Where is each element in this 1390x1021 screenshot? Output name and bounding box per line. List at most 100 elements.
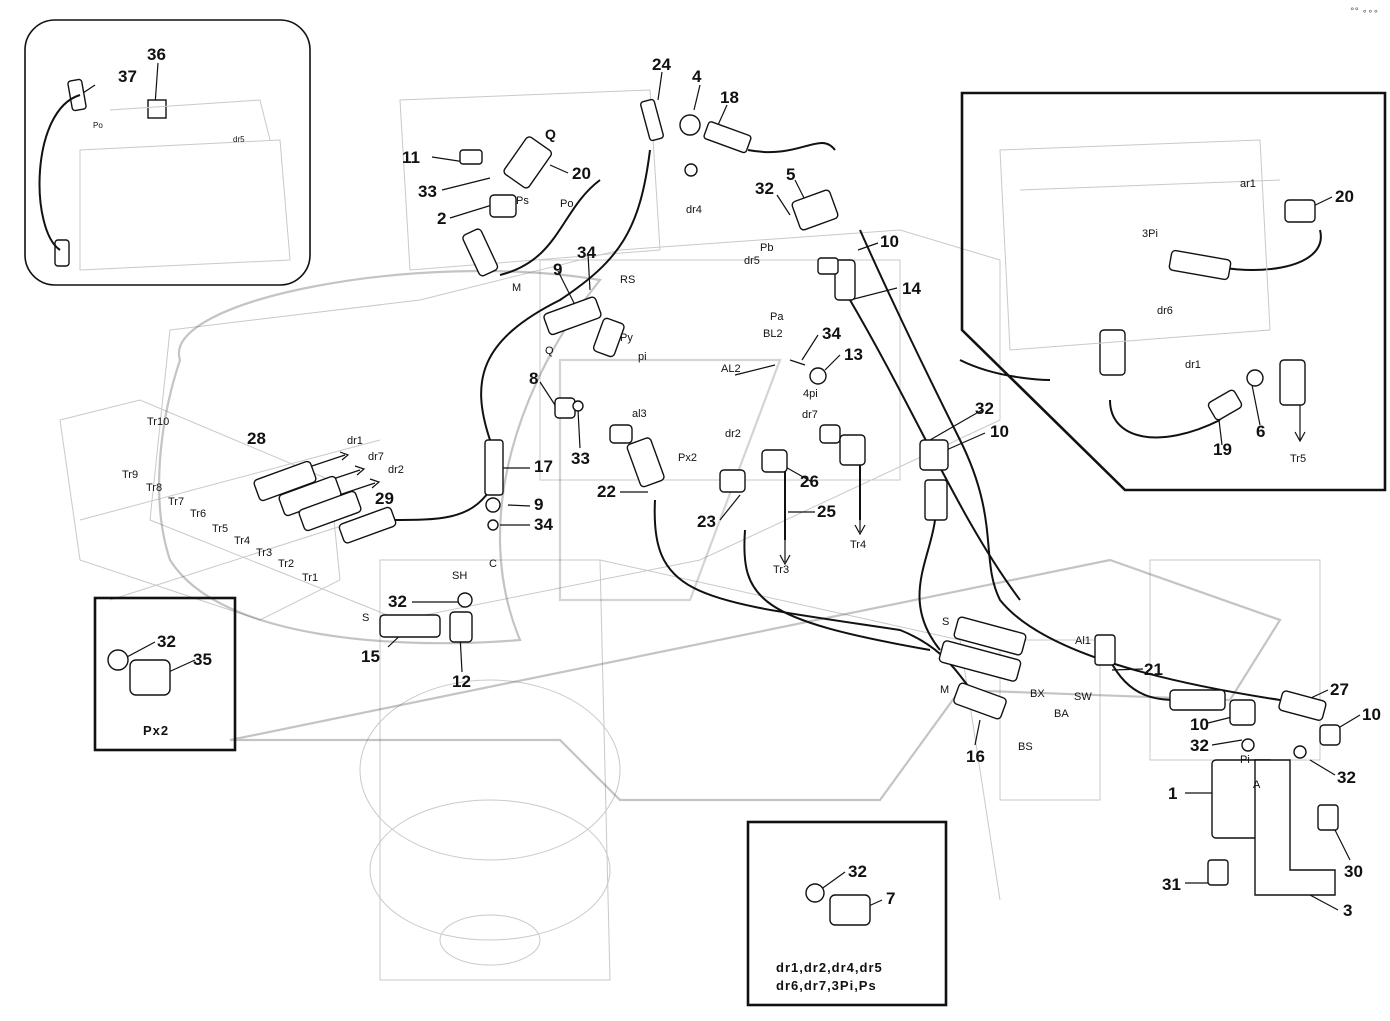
port-label: dr4 [686, 204, 702, 216]
callout-33: 33 [571, 449, 590, 468]
port-label: dr5 [233, 135, 245, 144]
inset-frames [24, 19, 1387, 1007]
port-label: Tr8 [146, 482, 162, 494]
port-label: dr5 [744, 255, 760, 267]
callout-10: 10 [1362, 705, 1381, 724]
callout-10: 10 [880, 232, 899, 251]
inset-px2-frame [93, 596, 237, 752]
callout-8: 8 [529, 369, 538, 388]
port-label: BX [1030, 688, 1045, 700]
port-label: Q [545, 126, 556, 142]
callout-34: 34 [577, 243, 596, 262]
port-label: Tr3 [256, 547, 272, 559]
callout-34: 34 [534, 515, 553, 534]
callout-32: 32 [975, 399, 994, 418]
background-machinery [59, 89, 1321, 981]
callout-9: 9 [534, 495, 543, 514]
hose-lines [389, 141, 1322, 701]
port-label: SH [452, 570, 467, 582]
callout-30: 30 [1344, 862, 1363, 881]
callout-31: 31 [1162, 875, 1181, 894]
fittings [54, 78, 1341, 926]
callout-numbers: 37 36 24 4 18 11 20 33 2 32 5 10 14 34 9… [118, 45, 1381, 920]
port-label: dr2 [725, 428, 741, 440]
callout-9: 9 [553, 260, 562, 279]
callout-32: 32 [1337, 768, 1356, 787]
port-label: Tr9 [122, 469, 138, 481]
callout-36: 36 [147, 45, 166, 64]
callout-19: 19 [1213, 440, 1232, 459]
callout-24: 24 [652, 55, 671, 74]
callout-10: 10 [990, 422, 1009, 441]
port-label: Tr4 [850, 539, 866, 551]
callout-32: 32 [1190, 736, 1209, 755]
callout-17: 17 [534, 457, 553, 476]
port-label: C [489, 558, 497, 570]
callout-32: 32 [755, 179, 774, 198]
port-label: M [940, 684, 949, 696]
port-label: Pb [760, 242, 773, 254]
callout-32: 32 [848, 862, 867, 881]
port-label: BA [1054, 708, 1069, 720]
port-label: Po [93, 121, 103, 130]
callout-37: 37 [118, 67, 137, 86]
callout-27: 27 [1330, 680, 1349, 699]
callout-7: 7 [886, 889, 895, 908]
port-label: dr1 [1185, 359, 1201, 371]
callout-4: 4 [692, 67, 702, 86]
callout-11: 11 [402, 148, 420, 167]
callout-20: 20 [572, 164, 591, 183]
callout-33: 33 [418, 182, 437, 201]
port-label: BS [1018, 741, 1033, 753]
port-label: Q [545, 345, 554, 357]
port-label: 3Pi [1142, 228, 1158, 240]
port-label: SW [1074, 691, 1092, 703]
port-label: 4pi [803, 388, 818, 400]
port-label: Px2 [678, 452, 697, 464]
port-label: Pi [1240, 754, 1250, 766]
port-label: Tr5 [212, 523, 228, 535]
inset-px2-caption: Px2 [143, 723, 169, 738]
callout-32: 32 [157, 632, 176, 651]
port-label: Po [560, 198, 573, 210]
callout-6: 6 [1256, 422, 1265, 441]
callout-23: 23 [697, 512, 716, 531]
callout-10: 10 [1190, 715, 1209, 734]
port-label: Tr1 [302, 572, 318, 584]
corner-mark: °° ∘∘∘ [1350, 7, 1379, 17]
port-label: al3 [632, 408, 647, 420]
port-label: S [942, 616, 949, 628]
port-label: dr2 [388, 464, 404, 476]
callout-22: 22 [597, 482, 616, 501]
port-label: RS [620, 274, 635, 286]
port-label: ar1 [1240, 178, 1256, 190]
callout-12: 12 [452, 672, 471, 691]
port-label: Tr5 [1290, 453, 1306, 465]
port-label: Tr2 [278, 558, 294, 570]
port-label: Py [620, 332, 633, 344]
port-label: Ps [516, 195, 529, 207]
callout-20: 20 [1335, 187, 1354, 206]
callout-25: 25 [817, 502, 836, 521]
port-label: pi [638, 351, 647, 363]
inset-plugs-line2: dr6,dr7,3Pi,Ps [776, 978, 877, 993]
inset-pilot-valve-frame [960, 91, 1387, 492]
callout-26: 26 [800, 472, 819, 491]
port-label: dr7 [368, 451, 384, 463]
inset-plugs-frame [746, 820, 948, 1007]
callout-34: 34 [822, 324, 841, 343]
callout-3: 3 [1343, 901, 1352, 920]
callout-21: 21 [1144, 660, 1163, 679]
port-label: AL2 [721, 363, 741, 375]
callout-18: 18 [720, 88, 739, 107]
callout-28: 28 [247, 429, 266, 448]
callout-14: 14 [902, 279, 921, 298]
callout-32: 32 [388, 592, 407, 611]
port-label: Pa [770, 311, 784, 323]
port-labels: Q Ps Po dr4 Pb dr5 M RS Pa BL2 Q Py pi A… [93, 121, 1306, 791]
port-label: dr6 [1157, 305, 1173, 317]
inset-captions: Px2 dr1,dr2,dr4,dr5 dr6,dr7,3Pi,Ps [143, 723, 882, 993]
callout-5: 5 [786, 165, 795, 184]
callout-35: 35 [193, 650, 212, 669]
port-label: Tr10 [147, 416, 169, 428]
